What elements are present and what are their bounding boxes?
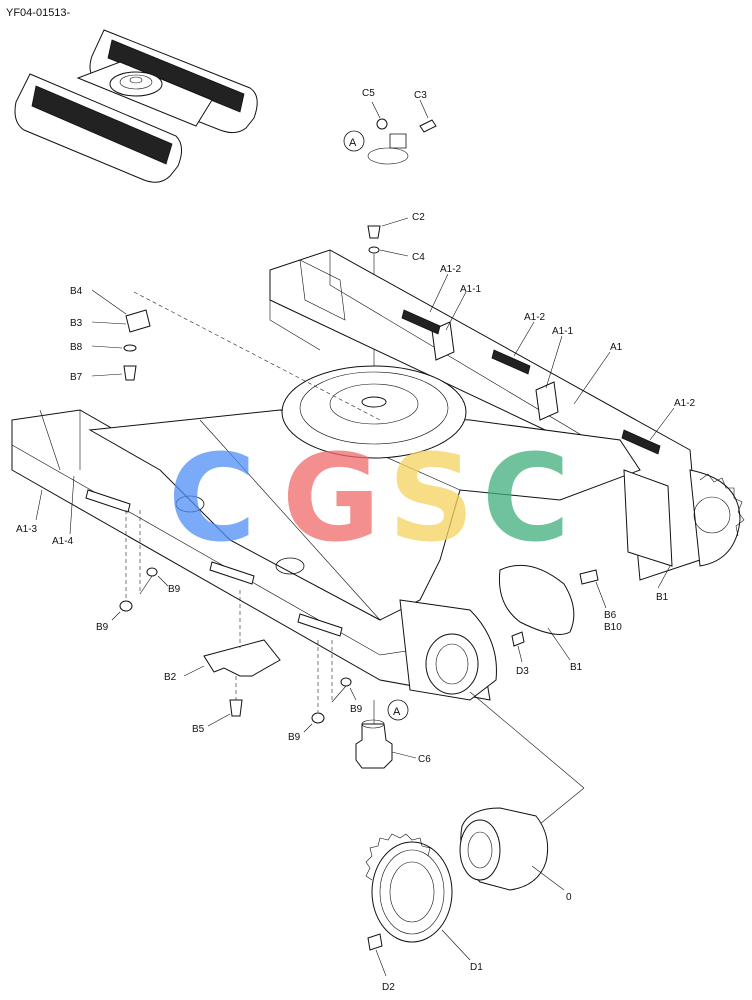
block-b3-b4 (125, 309, 151, 333)
callout-a1-2-a: A1-2 (440, 264, 462, 275)
cover-plate-b1: B6 B10 B1 (498, 564, 622, 673)
callout-b3: B3 (70, 318, 83, 329)
drawing-id: YF04-01513- (6, 7, 71, 19)
callout-a1-4: A1-4 (52, 536, 74, 547)
bolt-c2 (367, 225, 381, 239)
bolt-d3 (511, 631, 525, 647)
callout-b9-d: B9 (350, 704, 363, 715)
bolt-d3-group: D3 (511, 631, 529, 677)
bolt-b7 (123, 365, 137, 381)
callout-c2: C2 (412, 212, 425, 223)
swivel-joint-c6 (355, 723, 393, 769)
callout-b10: B10 (604, 622, 622, 633)
callout-c6: C6 (418, 754, 431, 765)
callout-b1-upper: B1 (656, 592, 669, 603)
washer-b8 (123, 344, 137, 352)
nut-c5 (376, 118, 388, 130)
parts-b3-b8: B4 B3 B8 B7 (70, 286, 381, 421)
bolt-c3 (419, 119, 437, 133)
callout-zero: 0 (566, 892, 572, 903)
callout-b9-b: B9 (96, 622, 109, 633)
detail-a-bottom-circle (387, 699, 409, 721)
callout-b8: B8 (70, 342, 83, 353)
travel-motor-group: 0 (459, 691, 585, 903)
bracket-b2 (203, 639, 281, 677)
callout-a1-2-c: A1-2 (674, 398, 696, 409)
thumbnail-undercarriage (14, 29, 258, 183)
callout-b5: B5 (192, 724, 205, 735)
watermark-letter-s: S (388, 430, 474, 569)
callout-c4: C4 (412, 252, 425, 263)
bolt-b6 (579, 569, 599, 585)
callout-a1-1-b: A1-1 (552, 326, 574, 337)
callout-b9-c: B9 (288, 732, 301, 743)
callout-d2: D2 (382, 982, 395, 993)
callout-b9-a: B9 (168, 584, 181, 595)
bracket-a1-1-right (535, 381, 559, 421)
watermark-cgsc: C G S C (168, 430, 570, 569)
watermark-letter-c1: C (168, 430, 256, 569)
callout-b2: B2 (164, 672, 177, 683)
callout-a1-2-b: A1-2 (524, 312, 546, 323)
washer-c4 (368, 246, 380, 254)
swivel-joint-c6-group: A C6 (355, 699, 431, 769)
left-callouts: A1-3 A1-4 (16, 475, 75, 547)
callout-a-bottom: A (393, 706, 401, 718)
frame-end-teeth (699, 473, 745, 537)
track-frame (11, 249, 741, 701)
callout-d3: D3 (516, 666, 529, 677)
callout-b7: B7 (70, 372, 83, 383)
watermark-letter-g: G (282, 430, 381, 569)
callout-b6: B6 (604, 610, 617, 621)
detail-a-top: A C5 C3 (343, 88, 437, 165)
parts-b9-center: B9 B9 (288, 640, 363, 743)
callout-a-top: A (349, 137, 357, 149)
sprocket-d1 (371, 841, 453, 943)
bracket-b2-group: B2 B5 (164, 590, 281, 735)
upper-callouts: A1-2 A1-1 A1-2 A1-1 A1 A1-2 B1 (429, 264, 696, 603)
callout-c5: C5 (362, 88, 375, 99)
callout-b1-lower: B1 (570, 662, 583, 673)
callout-a1-3: A1-3 (16, 524, 38, 535)
callout-b4: B4 (70, 286, 83, 297)
callout-a1: A1 (610, 342, 623, 353)
detail-a-circle (343, 130, 365, 152)
parts-b9-left: B9 B9 (96, 510, 181, 633)
watermark-letter-c2: C (482, 430, 570, 569)
swing-bearing (281, 365, 467, 459)
callout-a1-1-a: A1-1 (460, 284, 482, 295)
sprocket-d1-group: D2 D1 (365, 833, 483, 993)
callout-d1: D1 (470, 962, 483, 973)
bolt-b5 (229, 699, 243, 717)
motor-mount (425, 633, 479, 695)
bolt-d2 (367, 933, 383, 951)
callout-c3: C3 (414, 90, 427, 101)
